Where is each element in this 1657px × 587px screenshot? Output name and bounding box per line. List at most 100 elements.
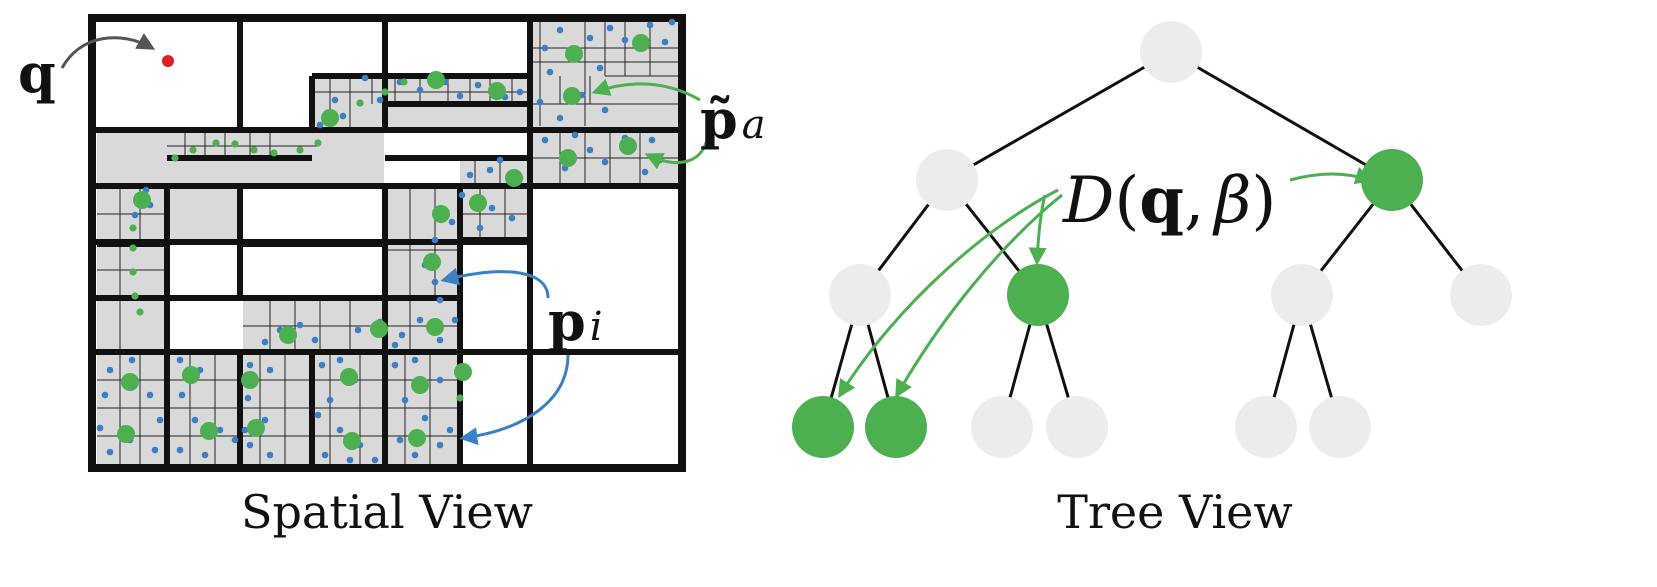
tree-edge [946, 50, 1172, 182]
gray-cell [97, 300, 167, 352]
point-pi [668, 18, 676, 26]
point-ancestor [426, 318, 444, 336]
point-pi [496, 156, 504, 164]
point-pi [541, 136, 549, 144]
point-pi [606, 24, 614, 32]
point-pi [411, 451, 419, 459]
point-pi [398, 331, 406, 339]
point-pi [131, 211, 139, 219]
distance-label: D(q,β) [1062, 163, 1276, 238]
point-pi [508, 214, 516, 222]
point-ancestor [133, 191, 151, 209]
point-ancestor [505, 169, 523, 187]
gray-cell [317, 132, 384, 184]
point-pi [586, 34, 594, 42]
point-ancestor-small [231, 140, 239, 148]
point-ancestor [454, 363, 472, 381]
point-pi [601, 158, 609, 166]
point-pi [96, 424, 104, 432]
point-ancestor-small [129, 268, 137, 276]
spatial-border [88, 14, 686, 472]
point-pi [516, 88, 524, 96]
tree-node-n7 [792, 396, 854, 458]
point-pi [411, 356, 419, 364]
point-pi [376, 96, 384, 104]
tree-node-n11 [1235, 396, 1297, 458]
point-ancestor [279, 326, 297, 344]
point-pi [436, 441, 444, 449]
point-ancestor [469, 194, 487, 212]
tree-node-n5 [1271, 264, 1333, 326]
tree-edge [1170, 50, 1393, 182]
point-pi [326, 396, 334, 404]
point-pi [436, 376, 444, 384]
point-pi [318, 361, 326, 369]
point-ancestor-small [456, 394, 464, 402]
point-pi [261, 416, 269, 424]
point-ancestor [247, 419, 265, 437]
point-ancestor [321, 109, 339, 127]
point-pi [601, 106, 609, 114]
label-arrow-to-n7 [838, 188, 1059, 399]
point-pi [176, 446, 184, 454]
point-pi [431, 236, 439, 244]
ancestor-label: p̃a [700, 87, 766, 151]
point-pi [178, 391, 186, 399]
point-ancestor-small [131, 292, 139, 300]
label-arrow-to-n2 [1289, 167, 1374, 185]
point-pi [661, 38, 669, 46]
point-pi [556, 114, 564, 122]
point-pi [586, 146, 594, 154]
point-ancestor [411, 376, 429, 394]
point-ancestor [200, 422, 218, 440]
point-ancestor [563, 87, 581, 105]
tree-node-n6 [1450, 264, 1512, 326]
point-ancestor [121, 373, 139, 391]
point-pi [128, 356, 136, 364]
point-pi [391, 361, 399, 369]
point-ancestor-small [171, 154, 179, 162]
point-ancestor-small [212, 139, 220, 147]
ancestor-arrow-bottom [644, 139, 709, 170]
gray-cell [97, 132, 167, 184]
tree-node-n12 [1309, 396, 1371, 458]
point-pi [621, 36, 629, 44]
point-pi [416, 316, 424, 324]
point-ancestor [559, 149, 577, 167]
point-pi [331, 96, 339, 104]
point-pi [556, 26, 564, 34]
point-pi [488, 204, 496, 212]
point-pi [246, 361, 254, 369]
point-pi [266, 366, 274, 374]
point-pi [176, 356, 184, 364]
point-ancestor-small [136, 308, 144, 316]
point-pi [106, 448, 114, 456]
coarse-grid [92, 18, 682, 468]
point-pi [596, 64, 604, 72]
point-ancestor [117, 425, 135, 443]
point-pi [354, 326, 362, 334]
point-pi [266, 451, 274, 459]
point-pi [201, 451, 209, 459]
point-pi [316, 121, 324, 129]
tree-edges [821, 50, 1483, 428]
point-ancestor [370, 320, 388, 338]
point-ancestor [488, 82, 506, 100]
point-pi [436, 336, 444, 344]
point-pi [371, 456, 379, 464]
point-pi [311, 336, 319, 344]
point-pi [314, 411, 322, 419]
point-ancestor-small [381, 88, 389, 96]
point-ancestor [427, 71, 445, 89]
tree-node-n3 [829, 264, 891, 326]
point-ancestor [408, 429, 426, 447]
ancestor-points [117, 34, 650, 450]
point-ancestor [343, 432, 361, 450]
point-pi [231, 436, 239, 444]
point-pi [466, 171, 474, 179]
point-pi [436, 296, 444, 304]
tree-node-n1 [916, 149, 978, 211]
spatial-caption: Spatial View [241, 485, 533, 539]
